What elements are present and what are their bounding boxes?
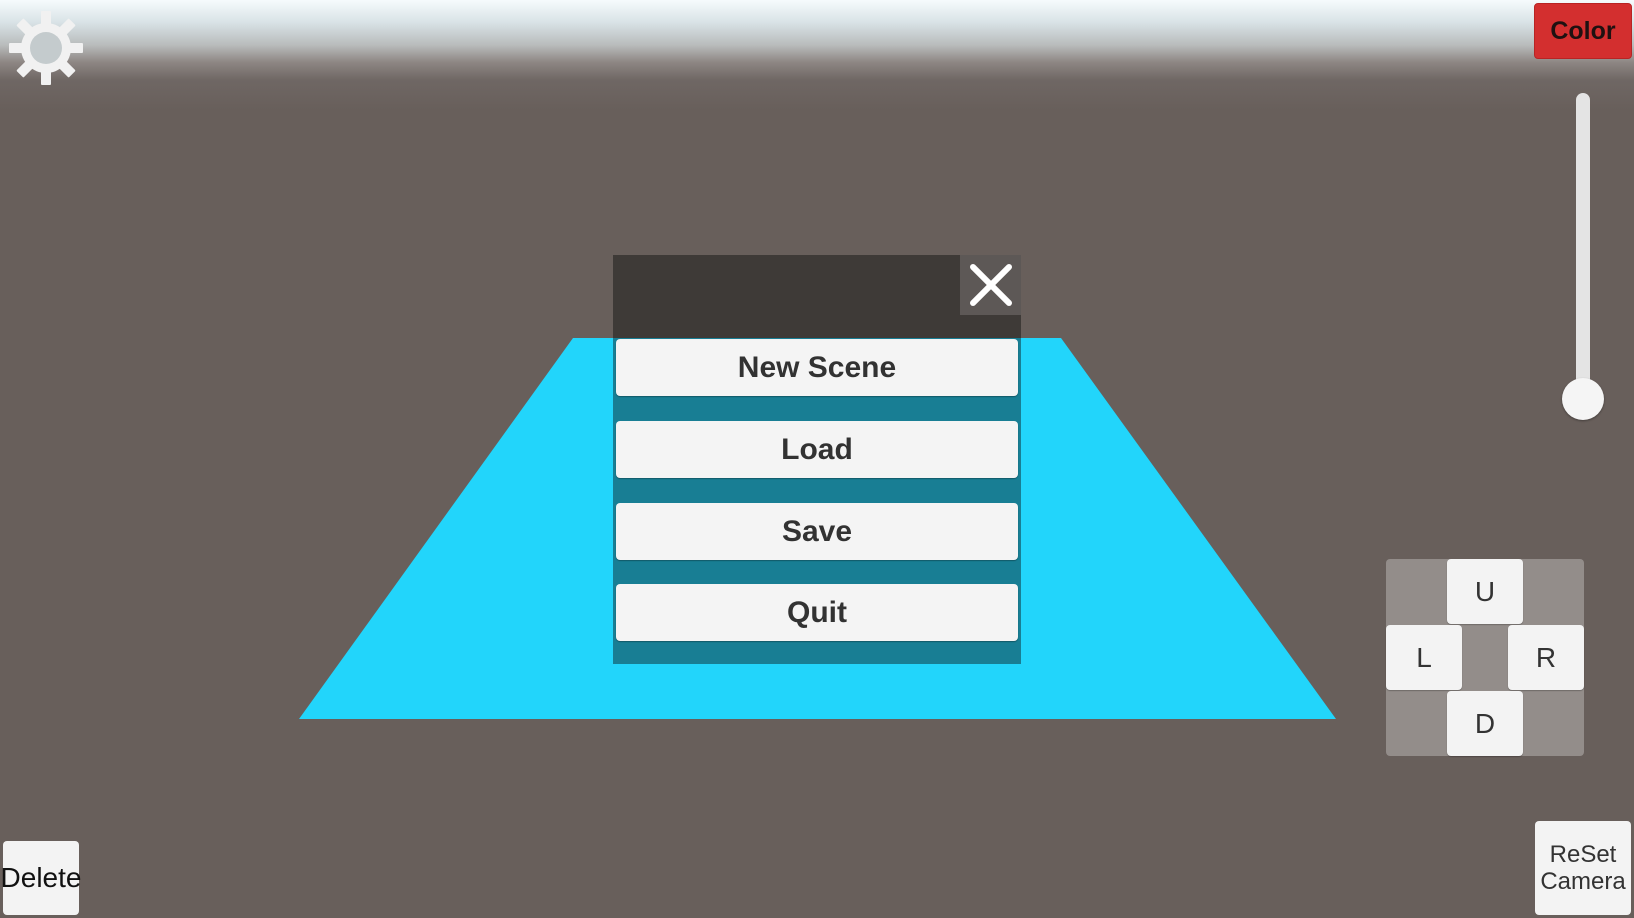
- save-button[interactable]: Save: [616, 503, 1018, 560]
- reset-camera-label-line1: ReSet: [1549, 841, 1617, 868]
- menu-header: [613, 255, 1021, 339]
- new-scene-button[interactable]: New Scene: [616, 339, 1018, 396]
- color-button[interactable]: Color: [1534, 3, 1632, 59]
- delete-button[interactable]: Delete: [1, 841, 81, 915]
- dpad-up-button[interactable]: U: [1447, 559, 1523, 624]
- dpad-left-button[interactable]: L: [1386, 625, 1462, 690]
- vertical-slider-track[interactable]: [1576, 93, 1590, 403]
- reset-camera-button[interactable]: ReSet Camera: [1535, 821, 1631, 915]
- dpad-down-button[interactable]: D: [1447, 691, 1523, 756]
- load-button[interactable]: Load: [616, 421, 1018, 478]
- dpad-right-button[interactable]: R: [1508, 625, 1584, 690]
- close-icon: [969, 264, 1012, 306]
- reset-camera-label-line2: Camera: [1540, 868, 1626, 895]
- gear-icon[interactable]: [6, 8, 86, 88]
- quit-button[interactable]: Quit: [616, 584, 1018, 641]
- close-button[interactable]: [960, 255, 1021, 315]
- vertical-slider-handle[interactable]: [1562, 378, 1604, 420]
